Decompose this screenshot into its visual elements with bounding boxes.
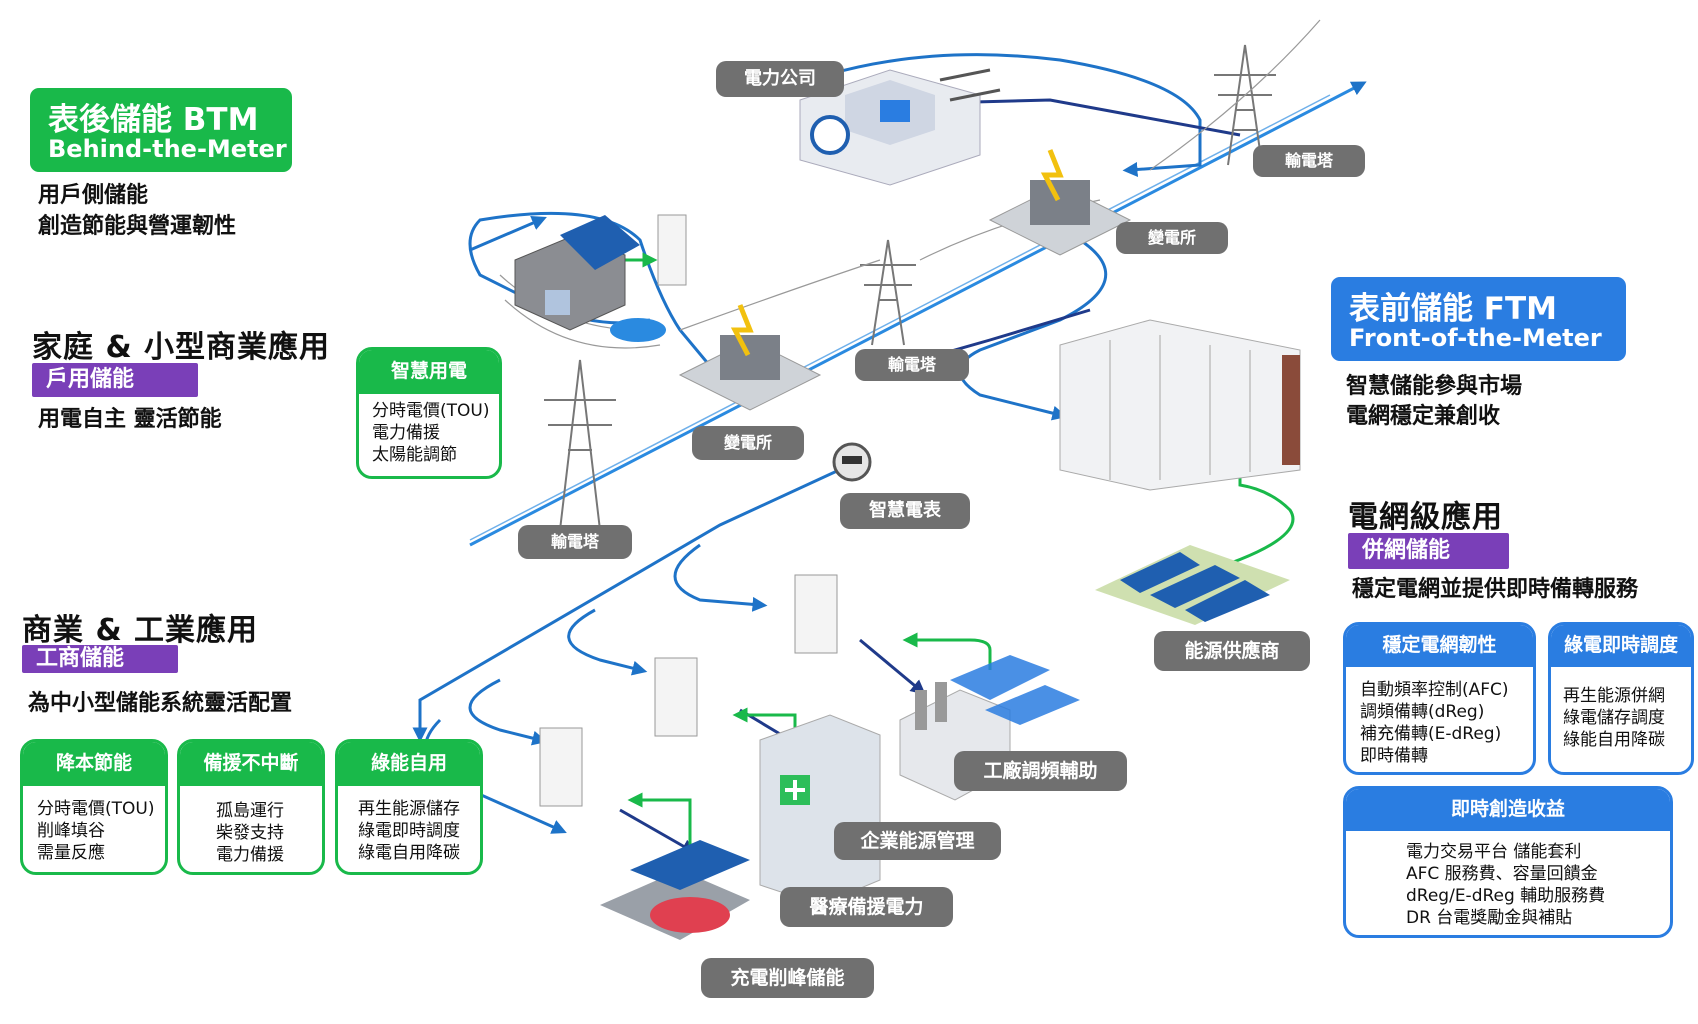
label-tower-low: 輸電塔: [518, 525, 632, 559]
card-backup-line: 柴發支持: [216, 823, 284, 843]
home-ev: [610, 318, 666, 342]
smart-meter-device: [832, 442, 872, 482]
card-revenue: 即時創造收益 電力交易平台 儲能套利 AFC 服務費、容量回饋金 dReg/E-…: [1343, 786, 1673, 938]
card-green-self: 綠能自用 再生能源儲存 綠電即時調度 綠電自用降碳: [335, 739, 483, 875]
power-company-building: [799, 68, 1001, 186]
navy-ev: [619, 808, 697, 854]
btm-title: 表後儲能 BTM: [48, 102, 259, 138]
ftm-title: 表前儲能 FTM: [1349, 291, 1557, 327]
card-green-self-title: 綠能自用: [338, 742, 480, 786]
green-solar-farm: [1194, 447, 1295, 577]
card-revenue-title: 即時創造收益: [1346, 789, 1670, 831]
card-revenue-line: AFC 服務費、容量回饋金: [1406, 864, 1598, 884]
card-green-self-line: 綠電自用降碳: [358, 843, 460, 863]
card-revenue-line: DR 台電獎勵金與補貼: [1406, 908, 1573, 928]
btm-desc-2: 創造節能與營運韌性: [38, 214, 237, 239]
house: [514, 215, 640, 331]
label-factory-freq: 工廠調頻輔助: [954, 751, 1127, 791]
card-green-dispatch-line: 綠電儲存調度: [1563, 708, 1665, 728]
grid-desc: 穩定電網並提供即時備轉服務: [1352, 577, 1639, 602]
label-substation-top: 變電所: [1116, 222, 1228, 254]
card-saving-line: 削峰填谷: [37, 821, 105, 841]
card-saving-title: 降本節能: [23, 742, 165, 786]
card-smart-use-line: 太陽能調節: [372, 445, 457, 465]
card-backup: 備援不中斷 孤島運行 柴發支持 電力備援: [177, 739, 325, 875]
card-saving: 降本節能 分時電價(TOU) 削峰填谷 需量反應: [20, 739, 168, 875]
card-revenue-line: dReg/E-dReg 輔助服務費: [1406, 886, 1606, 906]
card-green-dispatch-title: 綠電即時調度: [1551, 625, 1691, 667]
label-power-company: 電力公司: [716, 61, 844, 97]
btm-badge: 表後儲能 BTM Behind-the-Meter: [30, 88, 292, 172]
card-smart-use-title: 智慧用電: [359, 350, 499, 394]
card-saving-line: 分時電價(TOU): [37, 799, 155, 819]
grid-tag: 併網儲能: [1348, 533, 1509, 569]
card-green-self-line: 綠電即時調度: [358, 821, 460, 841]
ftm-subtitle: Front-of-the-Meter: [1349, 324, 1602, 352]
card-green-self-line: 再生能源儲存: [358, 799, 460, 819]
card-smart-use-line: 電力備援: [372, 423, 440, 443]
card-grid-resilience-line: 即時備轉: [1360, 746, 1428, 766]
meter-line: [412, 463, 851, 743]
card-backup-line: 孤島運行: [216, 801, 284, 821]
ci-cabinet-1: [794, 574, 838, 654]
card-grid-resilience-line: 補充備轉(E-dReg): [1360, 724, 1502, 744]
grid-section-title: 電網級應用: [1348, 500, 1503, 535]
ftm-desc-1: 智慧儲能參與市場: [1346, 374, 1523, 399]
card-saving-line: 需量反應: [37, 843, 105, 863]
home-battery: [657, 214, 687, 286]
card-green-dispatch: 綠電即時調度 再生能源併網 綠電儲存調度 綠能自用降碳: [1548, 622, 1694, 775]
home-section-title: 家庭 & 小型商業應用: [32, 330, 331, 365]
solar-farm: [1095, 545, 1290, 625]
home-desc: 用電自主 靈活節能: [38, 407, 222, 432]
tower-low: [544, 359, 616, 531]
card-backup-line: 電力備援: [216, 845, 284, 865]
tower-top: [1214, 44, 1276, 166]
industry-tag: 工商儲能: [22, 645, 178, 673]
card-smart-use-line: 分時電價(TOU): [372, 401, 490, 421]
ftm-container: [1059, 319, 1301, 491]
home-flow: [469, 216, 547, 252]
card-grid-resilience: 穩定電網韌性 自動頻率控制(AFC) 調頻備轉(dReg) 補充備轉(E-dRe…: [1343, 622, 1536, 775]
ftm-desc-2: 電網穩定兼創收: [1346, 404, 1501, 429]
ev-carport: [600, 840, 750, 940]
card-grid-resilience-line: 調頻備轉(dReg): [1360, 702, 1485, 722]
ci-branch-2: [567, 608, 648, 676]
navy-factory: [859, 638, 926, 695]
btm-subtitle: Behind-the-Meter: [48, 135, 287, 163]
label-ev-peak: 充電削峰儲能: [701, 958, 874, 998]
ci-cabinet-2: [654, 657, 698, 737]
label-enterprise-ems: 企業能源管理: [834, 822, 1001, 860]
substation-top: [988, 149, 1132, 256]
label-tower-top: 輸電塔: [1253, 145, 1365, 177]
card-green-dispatch-line: 綠能自用降碳: [1563, 730, 1665, 750]
green-ev: [627, 792, 692, 860]
industry-section-title: 商業 & 工業應用: [22, 613, 259, 648]
label-energy-supplier: 能源供應商: [1154, 631, 1310, 671]
green-factory: [902, 632, 992, 670]
card-backup-title: 備援不中斷: [180, 742, 322, 786]
ci-branch-1: [673, 543, 768, 612]
backbone-line: [469, 81, 1367, 547]
card-grid-resilience-line: 自動頻率控制(AFC): [1360, 680, 1509, 700]
industry-desc: 為中小型儲能系統靈活配置: [28, 691, 293, 716]
card-revenue-line: 電力交易平台 儲能套利: [1406, 842, 1582, 862]
card-grid-resilience-title: 穩定電網韌性: [1346, 625, 1533, 667]
label-medical-backup: 醫療備援電力: [780, 887, 953, 927]
card-green-dispatch-line: 再生能源併網: [1563, 686, 1665, 706]
substation-mid: [678, 304, 822, 411]
label-substation-mid: 變電所: [692, 426, 804, 460]
ftm-badge: 表前儲能 FTM Front-of-the-Meter: [1331, 277, 1626, 361]
power-loop: [769, 53, 1202, 177]
tower-mid: [860, 239, 916, 346]
enterprise-building: [759, 714, 881, 906]
label-smart-meter: 智慧電表: [840, 493, 970, 529]
btm-desc-1: 用戶側儲能: [38, 183, 149, 208]
card-smart-use: 智慧用電 分時電價(TOU) 電力備援 太陽能調節: [356, 347, 502, 479]
ci-branch-3: [468, 678, 548, 746]
label-tower-mid: 輸電塔: [855, 349, 969, 381]
ci-cabinet-3: [539, 727, 583, 807]
home-tag: 戶用儲能: [32, 363, 198, 397]
